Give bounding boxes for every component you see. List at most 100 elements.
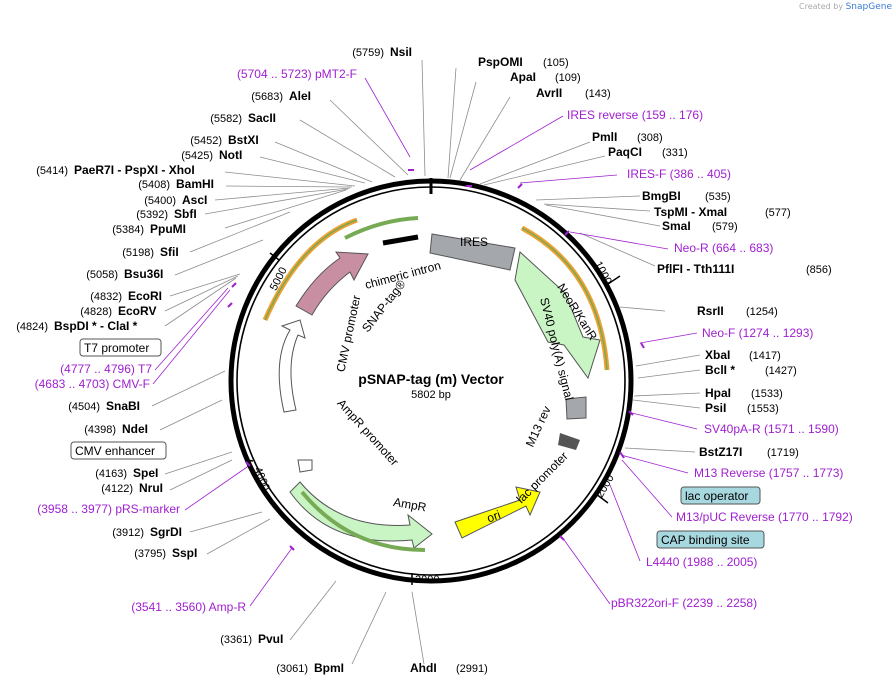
plasmid-size: 5802 bp <box>411 389 451 401</box>
primer-label: (4683 .. 4703) CMV-F <box>35 377 150 391</box>
ori-feature <box>454 486 541 539</box>
enzyme-name: PsiI <box>705 401 726 415</box>
enzyme-name: BspDI * - ClaI * <box>54 319 138 333</box>
enzyme-pos: (308) <box>637 132 663 144</box>
enzyme-name: PpuMI <box>150 222 186 236</box>
enzyme-pos: (5683) <box>251 91 283 103</box>
enzyme-pos: (4832) <box>90 291 122 303</box>
enzyme-name: NotI <box>219 148 242 162</box>
enzyme-pos: (4824) <box>16 321 48 333</box>
enzyme-pos: (5759) <box>352 47 384 59</box>
leader-lines <box>151 59 701 665</box>
enzyme-name: EcoRI <box>128 289 162 303</box>
feature-label-ampr: AmpR <box>392 495 428 515</box>
enzyme-name: RsrII <box>697 304 724 318</box>
enzyme-pos: (5058) <box>86 269 118 281</box>
enzyme-name: ApaI <box>510 70 536 84</box>
feature-label-ori: ori <box>485 508 502 526</box>
enzyme-name: PspOMI <box>478 55 523 69</box>
enzyme-name: PaeR7I - PspXI - XhoI <box>74 163 195 177</box>
snapgene-watermark: Created by SnapGene <box>799 2 892 12</box>
enzyme-pos: (4122) <box>101 483 133 495</box>
boxed-label-lac-operator: lac operator <box>685 489 748 503</box>
enzyme-name: NsiI <box>390 45 412 59</box>
enzyme-pos: (143) <box>585 88 611 100</box>
primer-marks <box>227 169 645 551</box>
enzyme-name: TspMI - XmaI <box>654 205 727 219</box>
enzyme-name: SnaBI <box>106 399 140 413</box>
enzyme-name: BclI * <box>705 363 735 377</box>
enzyme-pos: (109) <box>555 72 581 84</box>
boxed-label-t7-promoter: T7 promoter <box>84 341 149 355</box>
enzyme-name: SbfI <box>174 207 197 221</box>
enzyme-name: SpeI <box>133 466 158 480</box>
enzyme-name: PaqCI <box>608 145 642 159</box>
enzyme-name: BstXI <box>228 133 259 147</box>
primer-leaders <box>152 77 698 607</box>
enzyme-pos: (5384) <box>112 224 144 236</box>
enzyme-pos: (856) <box>806 264 832 276</box>
enzyme-name: HpaI <box>705 386 731 400</box>
enzyme-pos: (1533) <box>751 388 783 400</box>
enzyme-pos: (4163) <box>95 468 127 480</box>
primer-label: M13/pUC Reverse (1770 .. 1792) <box>676 510 853 524</box>
enzyme-name: BstZ17I <box>699 445 742 459</box>
enzyme-labels-right: AhdI(2991) PspOMI(105) ApaI(109) AvrII(1… <box>410 55 832 675</box>
primer-label: Neo-R (664 .. 683) <box>674 241 773 255</box>
primer-label: (4777 .. 4796) T7 <box>60 362 152 376</box>
enzyme-pos: (1553) <box>747 403 779 415</box>
enzyme-pos: (5425) <box>181 150 213 162</box>
neor-feature <box>514 251 601 380</box>
enzyme-name: NruI <box>139 481 163 495</box>
enzyme-pos: (2991) <box>456 663 488 675</box>
m13rev-feature <box>558 433 580 450</box>
enzyme-pos: (1427) <box>765 365 797 377</box>
enzyme-pos: (535) <box>705 191 731 203</box>
green-arc-right <box>521 227 608 371</box>
enzyme-pos: (4828) <box>80 306 112 318</box>
primer-label: (3958 .. 3977) pRS-marker <box>37 502 180 516</box>
feature-label-ires: IRES <box>460 235 488 249</box>
enzyme-labels-left: (5759)NsiI (5683)AleI (5582)SacII (5452)… <box>16 45 412 675</box>
tick-label: 2000 <box>594 473 617 500</box>
enzyme-name: SfiI <box>160 245 179 259</box>
snap-tag-feature <box>295 251 369 316</box>
enzyme-pos: (5582) <box>210 113 242 125</box>
enzyme-pos: (3912) <box>112 527 144 539</box>
plasmid-title: pSNAP-tag (m) Vector <box>358 371 504 387</box>
tick-label: 1000 <box>592 259 614 286</box>
ampr-promoter-feature <box>297 459 313 473</box>
enzyme-name: PmlI <box>592 130 617 144</box>
features <box>262 216 610 552</box>
enzyme-pos: (5408) <box>138 179 170 191</box>
enzyme-pos: (579) <box>712 221 738 233</box>
enzyme-name: NdeI <box>122 422 148 436</box>
sv40-feature <box>565 396 587 420</box>
enzyme-name: AleI <box>289 89 311 103</box>
feature-label-ampr-promoter: AmpR promoter <box>334 396 401 468</box>
enzyme-pos: (1254) <box>746 306 778 318</box>
boxed-labels: T7 promoter CMV enhancer lac operator CA… <box>70 338 765 549</box>
enzyme-pos: (1417) <box>749 350 781 362</box>
enzyme-name: BpmI <box>314 661 344 675</box>
enzyme-name: SgrDI <box>150 525 182 539</box>
enzyme-pos: (3061) <box>276 663 308 675</box>
boxed-label-cap-binding-site: CAP binding site <box>661 533 750 547</box>
enzyme-name: SspI <box>172 546 197 560</box>
primer-labels: (5704 .. 5723) pMT2-F IRES reverse (159 … <box>35 67 853 614</box>
enzyme-name: SacII <box>248 111 276 125</box>
enzyme-name: AscI <box>182 193 207 207</box>
enzyme-pos: (3795) <box>134 548 166 560</box>
enzyme-name: EcoRV <box>118 304 156 318</box>
green-arc-bottom <box>300 490 426 552</box>
feature-label-cmv-promoter: CMV promoter <box>334 294 364 373</box>
green-arc-top <box>344 216 419 240</box>
primer-label: M13 Reverse (1757 .. 1773) <box>694 466 843 480</box>
enzyme-pos: (105) <box>543 57 569 69</box>
enzyme-name: PflFI - Tth111I <box>657 262 734 276</box>
enzyme-name: PvuI <box>258 632 283 646</box>
primer-label: IRES reverse (159 .. 176) <box>567 108 703 122</box>
enzyme-pos: (5198) <box>122 247 154 259</box>
cmv-promoter-feature <box>278 319 306 413</box>
enzyme-name: XbaI <box>705 348 730 362</box>
